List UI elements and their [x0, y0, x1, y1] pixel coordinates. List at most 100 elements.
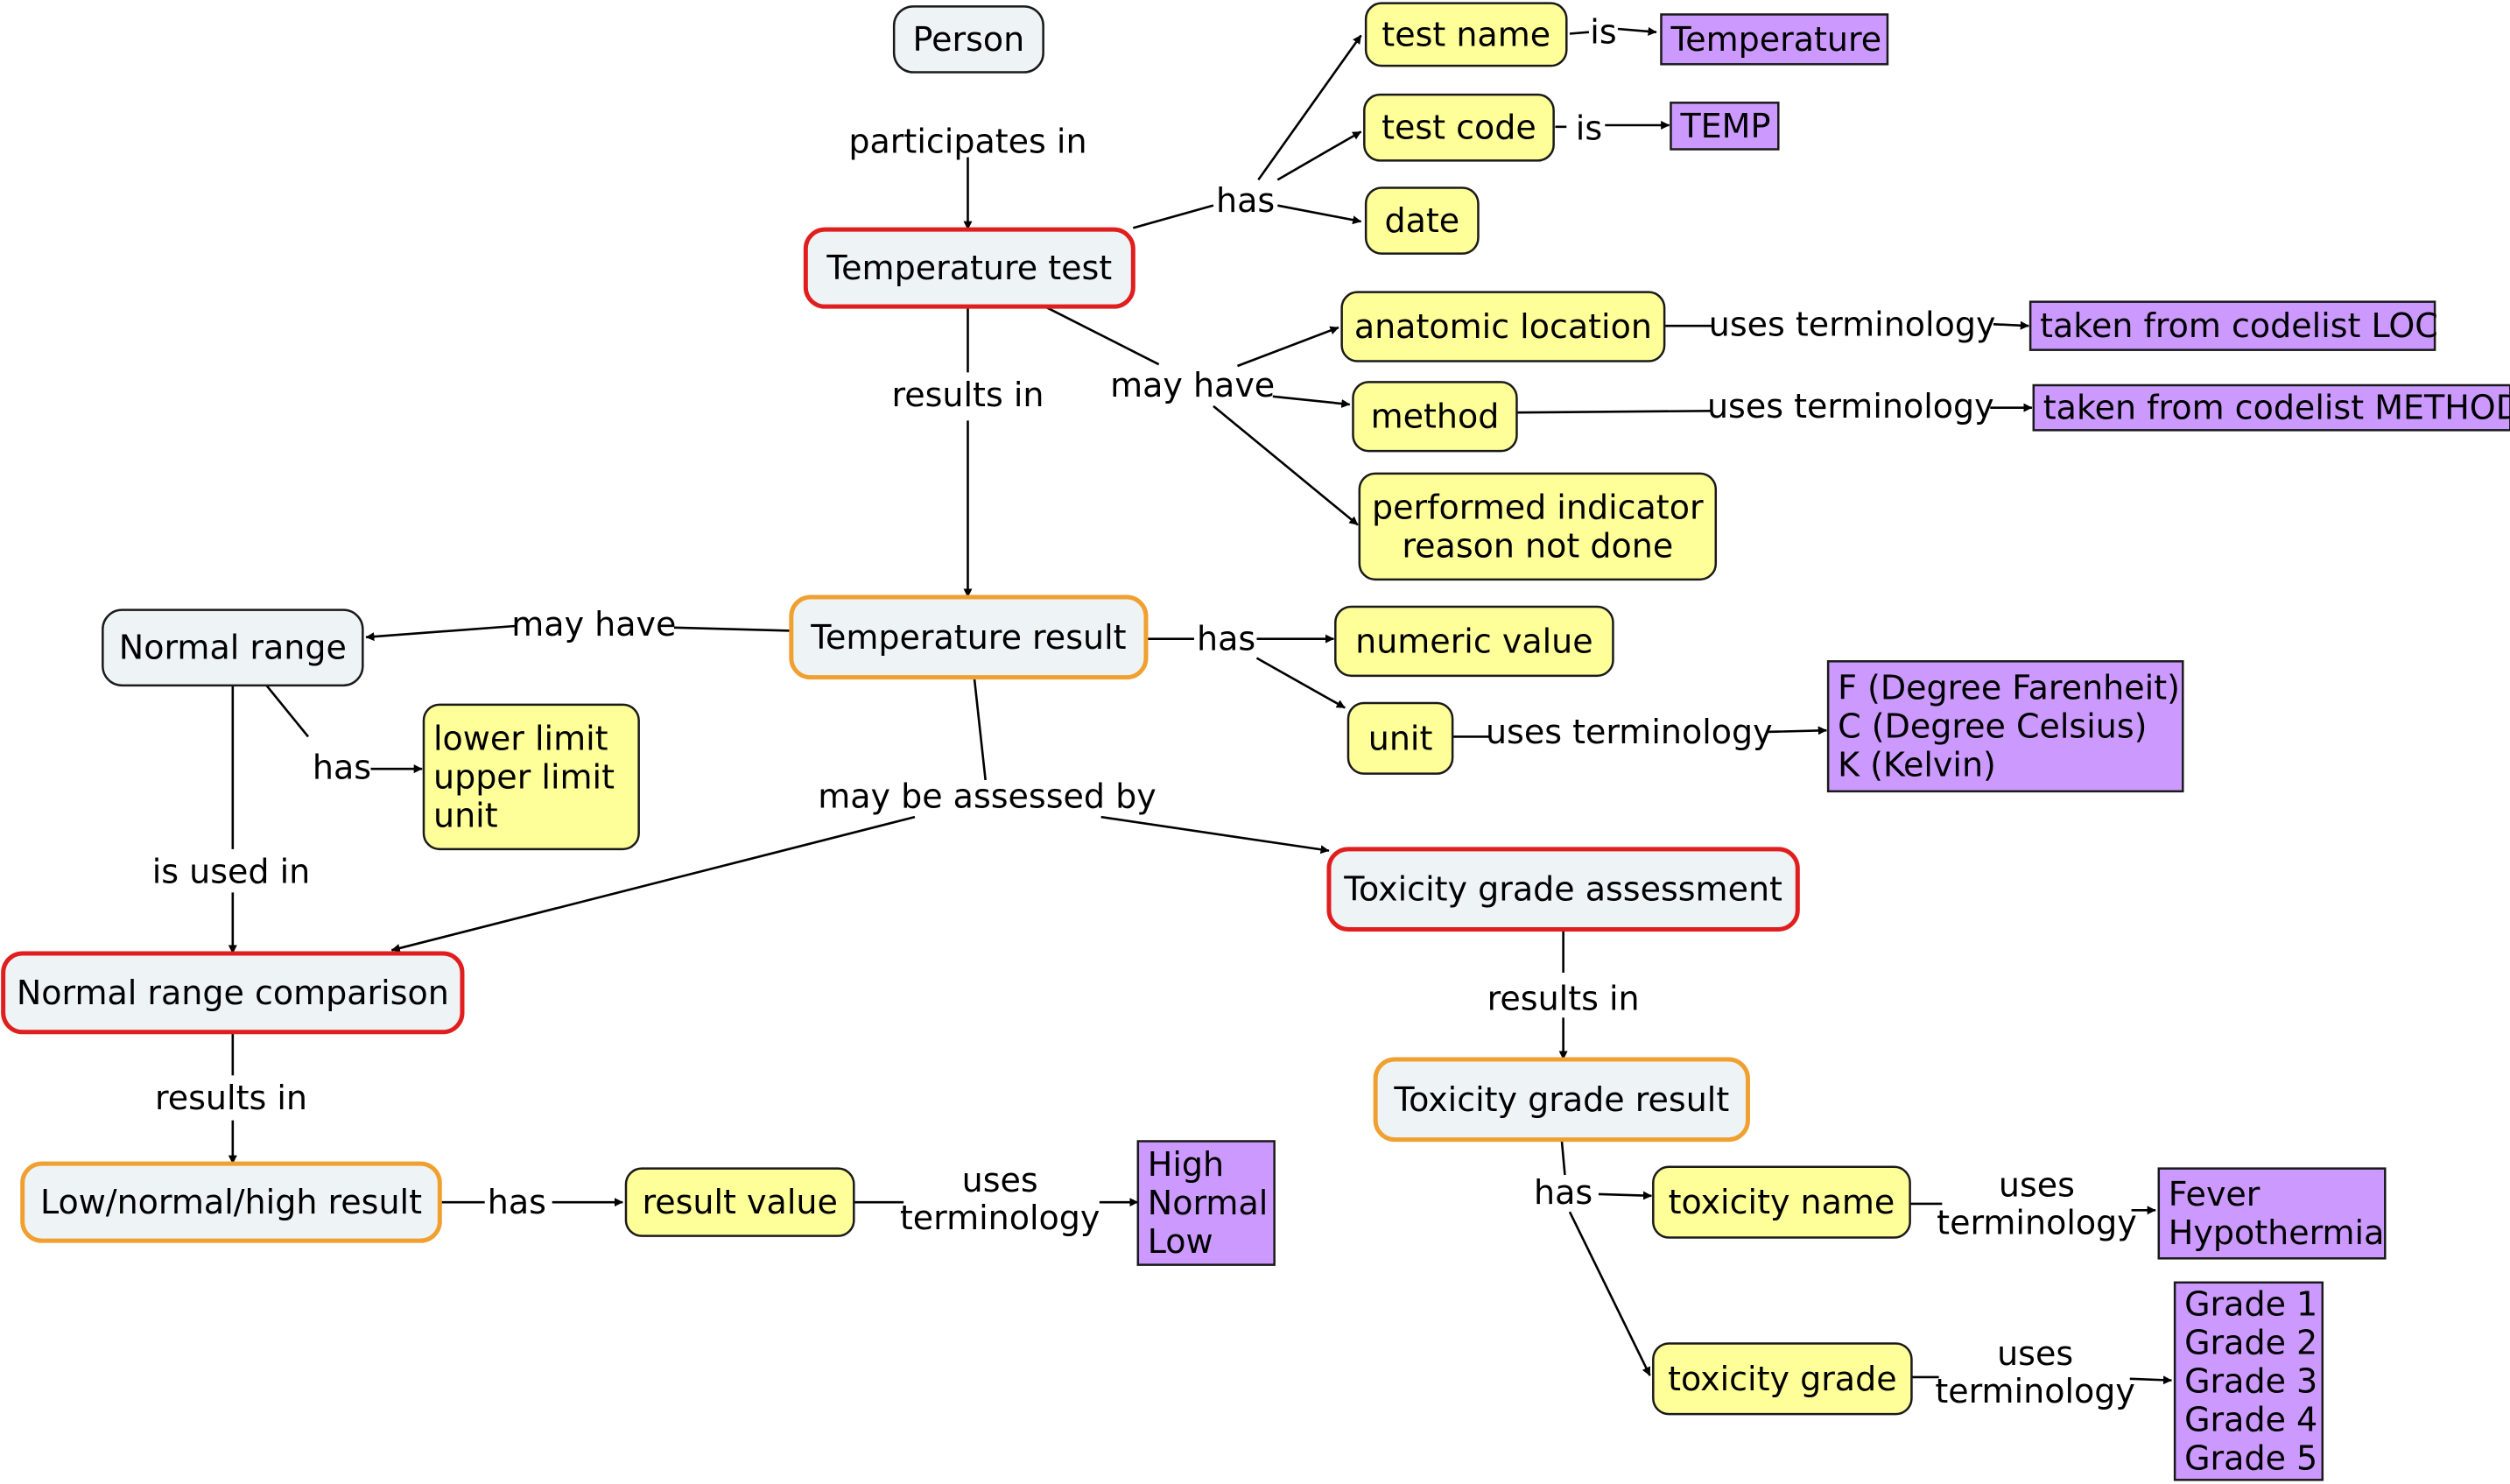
node-label: C (Degree Celsius) — [1838, 707, 2147, 746]
node-toxicity-grade: toxicity grade — [1652, 1342, 1913, 1416]
node-box — [1826, 660, 2184, 793]
node-label: toxicity grade — [1668, 1360, 1896, 1398]
node-codelist-loc: taken from codelist LOC — [2028, 300, 2438, 351]
connector — [265, 684, 310, 738]
node-label: Fever — [2169, 1175, 2260, 1213]
link-label-participates-in: participates in — [848, 122, 1086, 160]
node-box — [624, 1167, 855, 1237]
node-label: anatomic location — [1354, 307, 1652, 346]
node-label: reason not done — [1402, 526, 1673, 565]
node-box — [1346, 701, 1454, 775]
connector — [1993, 320, 2029, 330]
node-label: Normal range comparison — [17, 974, 449, 1012]
node-box — [1352, 381, 1518, 453]
link-label-lnh-has: has — [488, 1183, 546, 1221]
node-label: unit — [433, 796, 498, 834]
node-unit: unit — [1346, 701, 1454, 775]
node-label: test code — [1382, 109, 1536, 147]
node-label: Grade 5 — [2184, 1439, 2317, 1478]
connector — [1237, 326, 1339, 368]
node-toxicity-result: Toxicity grade result — [1373, 1057, 1750, 1143]
connector — [1598, 1191, 1652, 1200]
link-label-name-uses: terminology — [1937, 1203, 2137, 1241]
connector — [1276, 130, 1362, 181]
node-box — [1136, 1140, 1276, 1266]
node-test-code: test code — [1363, 93, 1555, 162]
node-label: Low — [1148, 1222, 1213, 1261]
link-label-range-has: has — [313, 748, 371, 786]
node-box — [1373, 1057, 1750, 1143]
node-label: F (Degree Farenheit) — [1838, 669, 2180, 707]
link-label-grade-uses: uses — [1997, 1334, 2073, 1373]
node-label: Grade 4 — [2184, 1401, 2317, 1439]
node-box — [1660, 13, 1889, 66]
node-label: performed indicator — [1372, 488, 1704, 526]
node-label: test name — [1382, 15, 1550, 53]
link-label-result-has: has — [1197, 620, 1255, 658]
node-label: result value — [642, 1183, 837, 1221]
link-label-range-used-in: is used in — [152, 852, 311, 890]
node-label: Person — [913, 20, 1025, 59]
node-box — [2157, 1167, 2387, 1260]
node-label: TEMP — [1679, 107, 1770, 145]
node-result-value: result value — [624, 1167, 855, 1237]
node-label: Toxicity grade result — [1393, 1080, 1729, 1119]
node-normal-range: Normal range — [102, 608, 364, 687]
node-box — [789, 594, 1149, 680]
node-method: method — [1352, 381, 1518, 453]
link-label-loc-uses: uses terminology — [1709, 305, 1996, 343]
link-label-test-has: has — [1216, 181, 1275, 220]
node-label: Grade 1 — [2184, 1285, 2317, 1324]
node-label: unit — [1368, 719, 1433, 757]
link-label-method-uses: uses terminology — [1707, 387, 1994, 426]
connector — [1617, 26, 1657, 36]
connector — [1516, 410, 1713, 414]
node-box — [1334, 605, 1614, 678]
node-box — [20, 1161, 442, 1243]
link-label-unit-uses: uses terminology — [1486, 713, 1773, 751]
node-box — [1, 951, 465, 1035]
connector — [1277, 204, 1362, 225]
node-box — [2173, 1281, 2324, 1481]
node-label: method — [1371, 397, 1500, 436]
node-label: K (Kelvin) — [1838, 746, 1996, 784]
node-box — [102, 608, 364, 687]
node-unit-terms: F (Degree Farenheit)C (Degree Celsius)K … — [1826, 660, 2184, 793]
connector — [1257, 34, 1362, 181]
link-label-comparison-results-in: results in — [155, 1079, 307, 1117]
node-temperature-test: Temperature test — [803, 227, 1135, 309]
link-label-value-uses: terminology — [900, 1199, 1100, 1237]
node-box — [1340, 291, 1666, 362]
connector — [2129, 1375, 2172, 1385]
node-box — [1364, 186, 1480, 255]
connector — [973, 677, 987, 781]
node-box — [1652, 1165, 1911, 1239]
node-numeric-value: numeric value — [1334, 605, 1614, 678]
node-label: Grade 3 — [2184, 1362, 2317, 1401]
node-temperature-result: Temperature result — [789, 594, 1149, 680]
connector — [365, 624, 516, 642]
connector-layer — [228, 26, 2172, 1385]
link-label-name-uses: uses — [1999, 1165, 2075, 1204]
node-label: date — [1384, 201, 1459, 240]
node-box — [2032, 383, 2510, 432]
node-label: Temperature — [1670, 20, 1881, 59]
connector — [1569, 31, 1590, 35]
node-box — [2028, 300, 2436, 351]
link-label-name-is: is — [1590, 13, 1616, 52]
connector — [1132, 204, 1214, 229]
node-label: upper limit — [433, 757, 615, 796]
node-normal-range-comparison: Normal range comparison — [1, 951, 465, 1035]
connector — [1213, 404, 1359, 526]
node-label: taken from codelist METHOD — [2043, 389, 2510, 427]
node-label: Toxicity grade assessment — [1343, 870, 1782, 909]
connector — [390, 815, 916, 953]
node-label: numeric value — [1355, 622, 1593, 660]
node-label: lower limit — [433, 719, 608, 757]
connector — [1767, 726, 1827, 735]
node-label: taken from codelist LOC — [2040, 306, 2438, 345]
